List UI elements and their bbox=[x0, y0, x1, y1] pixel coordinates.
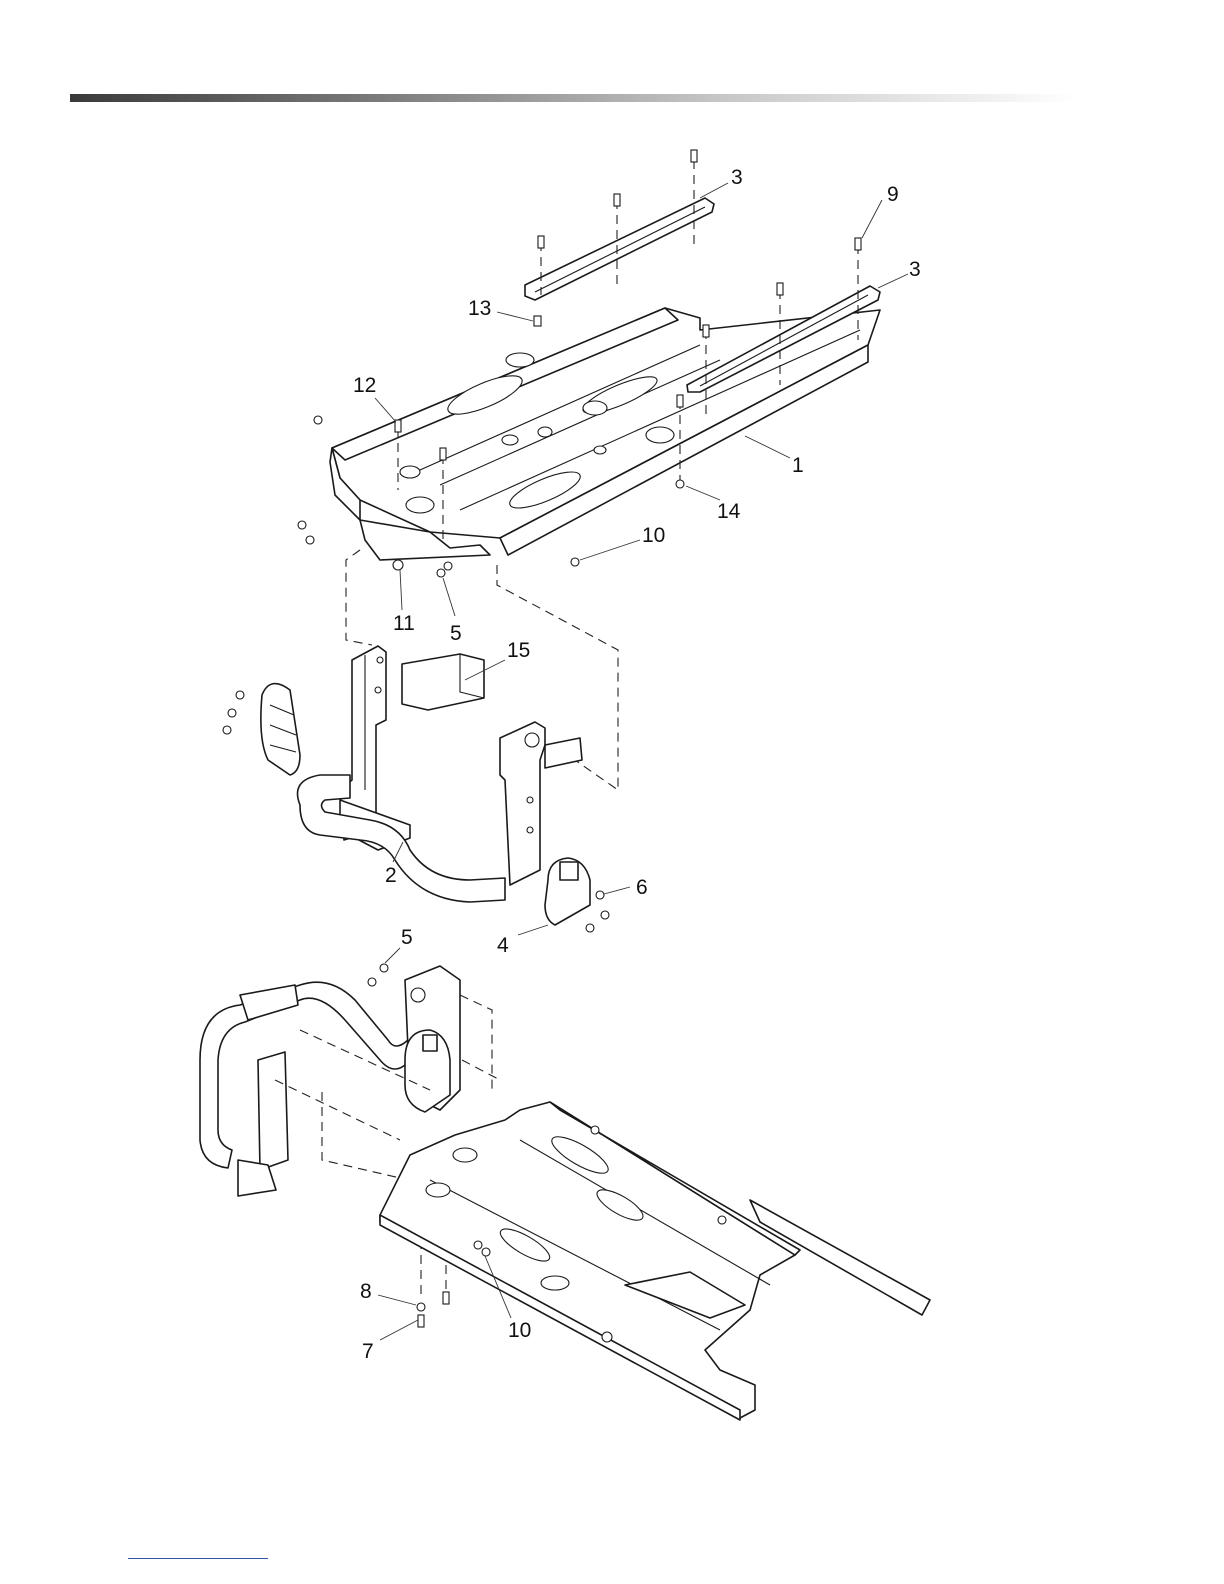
callout-10: 10 bbox=[642, 524, 665, 547]
seat-frame-lower-view bbox=[380, 1102, 930, 1420]
callout-13: 13 bbox=[468, 297, 491, 320]
callout-4: 4 bbox=[497, 934, 509, 957]
callout-9: 9 bbox=[887, 183, 899, 206]
seat-frame-part-1 bbox=[330, 308, 880, 560]
handle-bar-part-2 bbox=[298, 775, 506, 902]
callout-6: 6 bbox=[636, 876, 648, 899]
callout-3: 3 bbox=[909, 258, 921, 281]
callout-7: 7 bbox=[362, 1340, 374, 1363]
seat-rail-part-3-rear bbox=[525, 198, 714, 300]
callout-11: 11 bbox=[393, 612, 415, 635]
callout-1: 1 bbox=[792, 454, 804, 477]
callout-12: 12 bbox=[353, 374, 376, 397]
callout-3: 3 bbox=[731, 166, 743, 189]
footer-link-underline bbox=[128, 1558, 268, 1559]
callout-10: 10 bbox=[508, 1319, 531, 1342]
callout-5: 5 bbox=[401, 926, 413, 949]
tube-part-15 bbox=[402, 654, 484, 710]
armrest-pad-part-4 bbox=[545, 858, 609, 932]
callout-8: 8 bbox=[360, 1280, 372, 1303]
armrest-pad-left bbox=[223, 684, 300, 775]
callout-14: 14 bbox=[717, 500, 741, 523]
callout-5: 5 bbox=[450, 622, 462, 645]
callout-2: 2 bbox=[385, 864, 397, 887]
callout-15: 15 bbox=[507, 639, 530, 662]
